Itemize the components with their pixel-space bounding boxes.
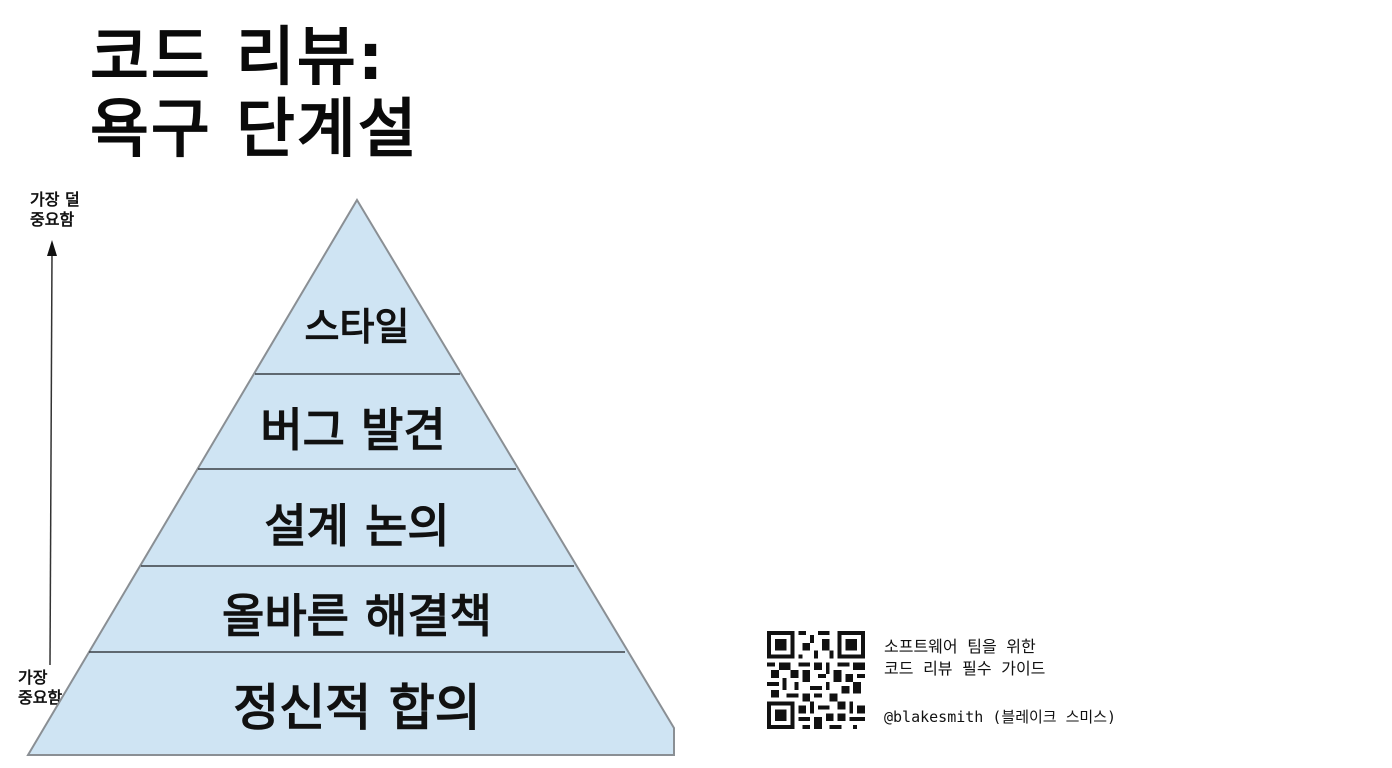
guide-title-line-1: 소프트웨어 팀을 위한 — [884, 637, 1036, 656]
guide-title-line-2: 코드 리뷰 필수 가이드 — [884, 659, 1046, 678]
qr-code-icon[interactable] — [767, 631, 865, 729]
axis-bottom-line-1: 가장 — [18, 668, 48, 687]
axis-bottom-line-2: 중요함 — [18, 688, 63, 707]
layer-design-discussion: 설계 논의 — [264, 499, 450, 553]
guide-title: 소프트웨어 팀을 위한 코드 리뷰 필수 가이드 — [884, 636, 1045, 680]
title-line-2: 욕구 단계설 — [90, 93, 419, 167]
layer-mental-agreement: 정신적 합의 — [233, 679, 481, 737]
author-handle: @blakesmith (블레이크 스미스) — [884, 708, 1117, 726]
axis-top-line-1: 가장 덜 — [30, 190, 80, 209]
arrow-up-icon — [47, 240, 57, 666]
axis-label-most-important: 가장 중요함 — [18, 668, 62, 708]
layer-style: 스타일 — [304, 305, 410, 349]
layer-bug-finding: 버그 발견 — [260, 403, 446, 457]
layer-correct-solution: 올바른 해결책 — [222, 589, 492, 643]
page-title: 코드 리뷰: 욕구 단계설 — [90, 22, 419, 166]
pyramid-shape — [26, 198, 675, 756]
axis-label-least-important: 가장 덜 중요함 — [30, 190, 80, 230]
axis-top-line-2: 중요함 — [30, 210, 75, 229]
title-line-1: 코드 리뷰: — [90, 21, 386, 95]
